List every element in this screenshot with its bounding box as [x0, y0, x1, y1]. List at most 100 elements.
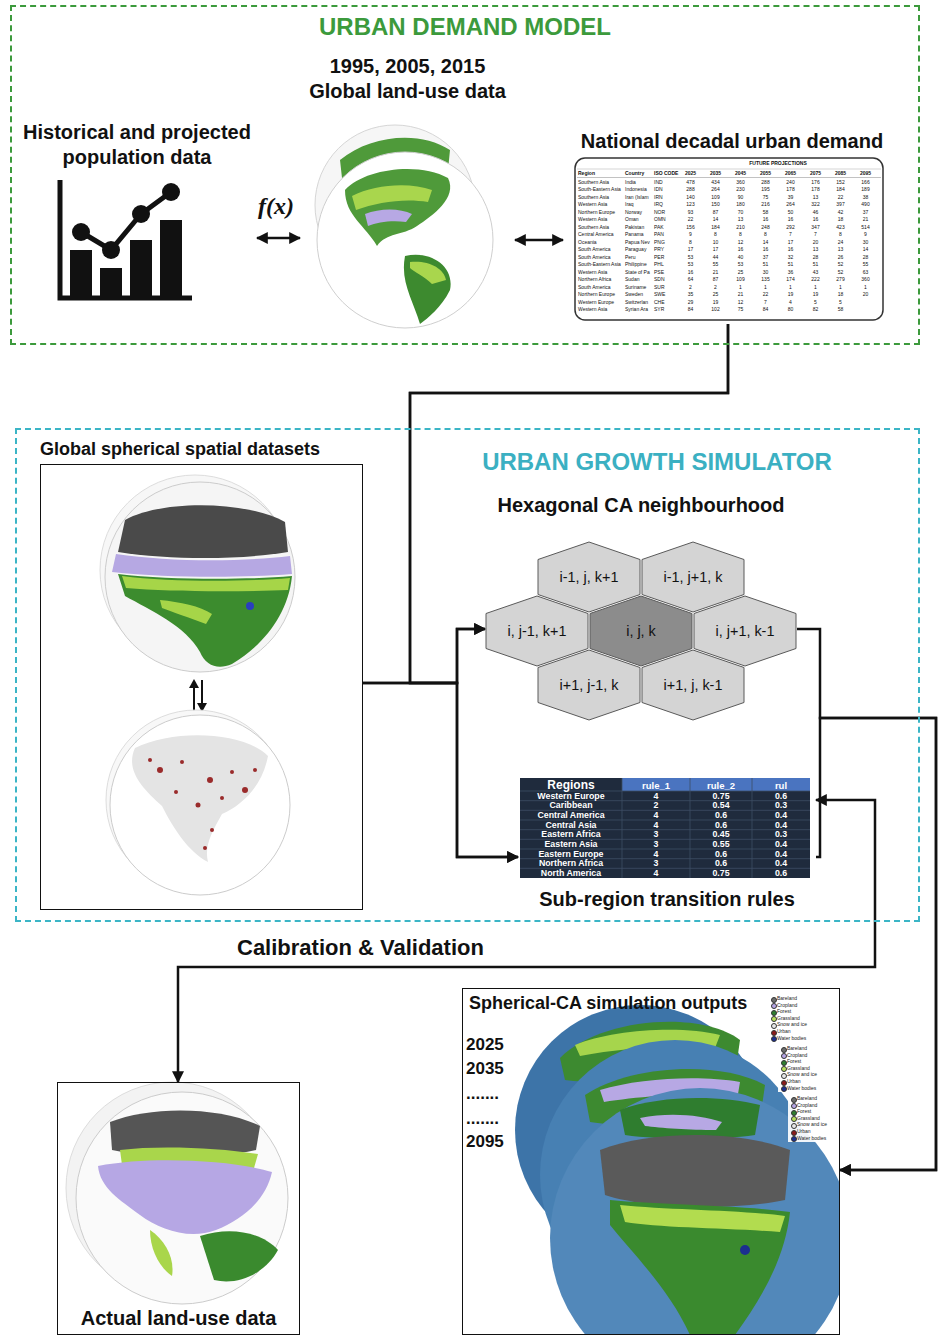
table-cell: Sweden	[625, 292, 653, 297]
globe-illustration	[112, 554, 292, 577]
table-cell: 17	[678, 247, 703, 252]
table-cell: 189	[853, 187, 878, 192]
table-cell: North America	[520, 869, 622, 878]
table-cell: IRQ	[654, 202, 678, 207]
rules-table-frame	[520, 778, 810, 878]
table-cell: 0.55	[690, 840, 752, 849]
table-cell: 5	[828, 300, 853, 305]
table-cell: 3	[622, 830, 690, 839]
legend-swatch	[791, 1097, 797, 1103]
rules-table-frame	[622, 778, 810, 791]
table-cell: Syrian Ara	[625, 307, 653, 312]
table-cell: South America	[578, 285, 624, 290]
table-cell: 123	[678, 202, 703, 207]
table-cell: 2	[703, 285, 728, 290]
globe-illustration	[210, 828, 214, 832]
table-cell: 156	[678, 225, 703, 230]
table-cell: Northern Europe	[578, 292, 624, 297]
globe-illustration	[203, 846, 207, 850]
table-cell: 51	[778, 262, 803, 267]
chart-icon	[60, 180, 192, 298]
node-text: Hexagonal CA neighbourhood	[485, 494, 797, 517]
table-cell: 178	[778, 187, 803, 192]
table-cell: 16	[753, 247, 778, 252]
legend-swatch	[771, 1003, 777, 1009]
legend-swatch	[771, 1030, 777, 1036]
table-cell: 52	[828, 270, 853, 275]
table-cell: 84	[753, 307, 778, 312]
legend-patch	[788, 1093, 838, 1142]
node-text: URBAN DEMAND MODEL	[12, 13, 918, 41]
table-cell: 152	[828, 180, 853, 185]
globe-illustration	[76, 1092, 288, 1304]
table-cell: 16	[778, 217, 803, 222]
table-cell: 322	[803, 202, 828, 207]
legend-text: Water bodies	[797, 1136, 826, 1141]
table-cell: Norway	[625, 210, 653, 215]
table-cell: Sudan	[625, 277, 653, 282]
table-cell: IRN	[654, 195, 678, 200]
globe-illustration	[620, 1205, 785, 1232]
table-cell: 0.45	[690, 830, 752, 839]
globe-illustration	[246, 602, 254, 610]
table-cell: Peru	[625, 255, 653, 260]
table-cell: 37	[753, 255, 778, 260]
table-cell: 13	[728, 217, 753, 222]
table-cell: 22	[678, 217, 703, 222]
table-cell: 0.6	[690, 859, 752, 868]
connector	[797, 629, 936, 1170]
node-text: i+1, j, k-1	[641, 649, 745, 721]
data-table-frame	[577, 177, 881, 178]
globe-illustration	[550, 1088, 839, 1334]
legend-text: Grassland	[787, 1066, 810, 1071]
table-cell: 46	[803, 210, 828, 215]
table-cell: South America	[578, 255, 624, 260]
globe-illustration	[196, 803, 201, 808]
chart-icon	[72, 223, 90, 241]
table-cell: 1	[753, 285, 778, 290]
table-cell: 0.4	[752, 840, 810, 849]
table-cell: 0.4	[752, 821, 810, 830]
node-text: Actual land-use data	[58, 1307, 299, 1330]
table-header: rule_1	[622, 781, 690, 791]
table-cell: PER	[654, 255, 678, 260]
legend-text: Grassland	[797, 1116, 820, 1121]
table-cell: 8	[703, 232, 728, 237]
globe-illustration	[220, 796, 224, 800]
table-cell: 8	[678, 240, 703, 245]
table-cell: Western Asia	[578, 270, 624, 275]
globe-illustration	[410, 262, 446, 284]
table-cell: Oceania	[578, 240, 624, 245]
globe-illustration	[118, 505, 288, 558]
table-cell: 44	[703, 255, 728, 260]
table-cell: 9	[853, 232, 878, 237]
table-cell: 90	[728, 195, 753, 200]
table-cell: Iraq	[625, 202, 653, 207]
table-cell: 16	[778, 247, 803, 252]
table-cell: 7	[803, 232, 828, 237]
legend-text: Bareland	[797, 1096, 817, 1101]
table-cell: 478	[678, 180, 703, 185]
globe-illustration	[200, 1231, 278, 1281]
table-cell: 490	[853, 202, 878, 207]
table-cell: 26	[828, 255, 853, 260]
table-cell: 53	[728, 262, 753, 267]
dashed-panel: URBAN DEMAND MODELHistorical and project…	[10, 5, 920, 345]
legend-text: Bareland	[787, 1046, 807, 1051]
table-cell: 50	[778, 210, 803, 215]
table-header: rule_2	[690, 781, 752, 791]
table-cell: Western Europe	[578, 300, 624, 305]
year-label: 2095	[466, 1133, 504, 1150]
table-cell: 35	[678, 292, 703, 297]
table-cell: 22	[828, 195, 853, 200]
legend-text: Urban	[777, 1029, 791, 1034]
table-cell: Southern Asia	[578, 180, 624, 185]
table-cell: 176	[803, 180, 828, 185]
globe-illustration	[105, 482, 295, 672]
table-cell: 222	[803, 277, 828, 282]
globe-illustration	[157, 767, 163, 773]
connector	[363, 683, 518, 857]
legend-swatch	[771, 1023, 777, 1029]
node-text: National decadal urban demand	[563, 130, 901, 153]
table-cell: 8	[828, 232, 853, 237]
